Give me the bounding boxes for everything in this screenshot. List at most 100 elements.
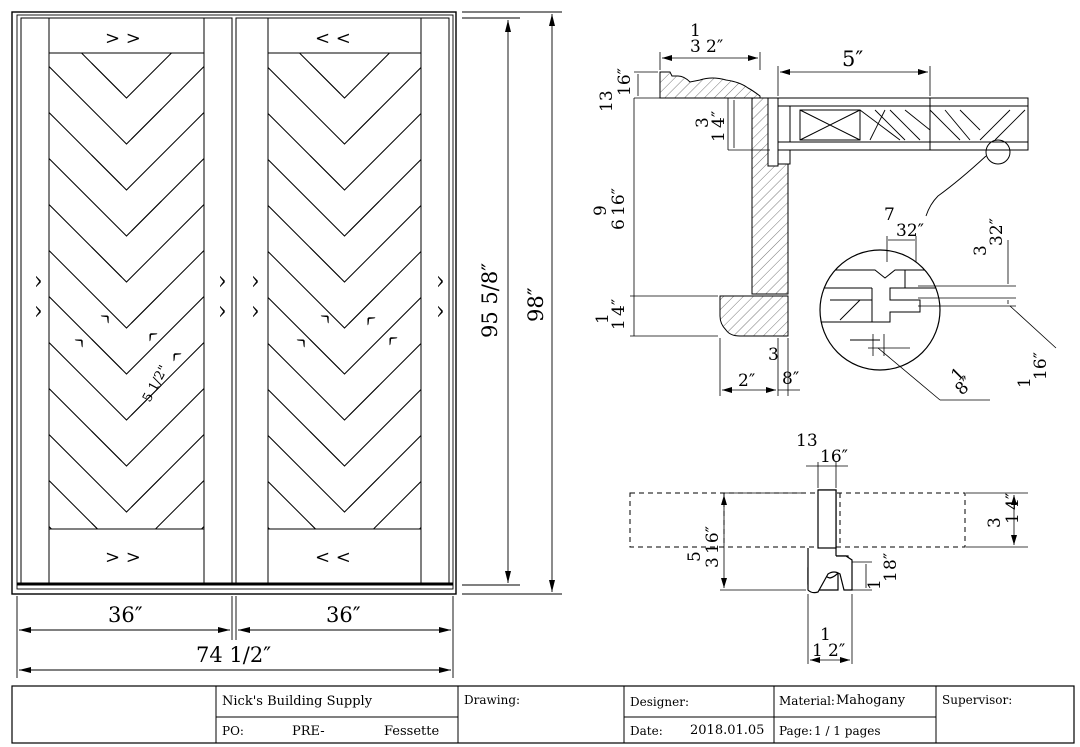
casing-width-whole: 3: [690, 37, 701, 57]
stop-whole: 1: [709, 131, 729, 142]
herringbone-seam: [91, 430, 122, 462]
herringbone-seam: [91, 154, 122, 186]
herringbone-seam: [309, 523, 317, 529]
herringbone-seam: [309, 431, 341, 462]
grain-arrow-top-left: > >: [105, 28, 141, 49]
grain-arrow-bottom-left: > >: [105, 547, 141, 568]
grain-arrow-slat: ^: [64, 333, 90, 359]
herringbone-slat: [49, 387, 204, 467]
width-dimensions: [16, 596, 454, 678]
astragal-right-num: 1: [1003, 513, 1023, 524]
herringbone-slat: [268, 434, 421, 513]
herringbone-slat: [268, 342, 421, 421]
astragal-right-whole: 3: [985, 517, 1005, 528]
casing-thickness-den: 16″: [615, 68, 635, 96]
casing-profile: [659, 71, 761, 99]
grain-arrow-stile: ^: [240, 304, 261, 319]
casing-width-denominator: 2″: [706, 37, 723, 57]
groove-732-den: 32″: [896, 221, 924, 241]
herringbone-seam: [348, 477, 380, 508]
herringbone-seam: [348, 109, 380, 140]
right-door-width: 36″: [326, 603, 361, 627]
herringbone-panel-right: [258, 0, 431, 529]
date-value: 2018.01.05: [690, 723, 765, 738]
detail-callout-circle: [985, 139, 1011, 165]
astragal-bottom-den: 2″: [828, 641, 845, 661]
herringbone-seam: [131, 108, 162, 140]
herringbone-slat: [49, 479, 204, 529]
material-label: Material:: [779, 694, 835, 708]
jamb-whole: 6: [609, 219, 629, 230]
frame-height: 98″: [524, 287, 548, 322]
customer-name: Fessette: [384, 724, 440, 739]
groove-116-den: 16″: [1031, 352, 1051, 380]
herringbone-slat: [49, 295, 204, 375]
grain-arrow-top-right: < <: [315, 28, 351, 49]
door-slab-section: [777, 97, 1029, 217]
grain-arrow-stile: ^: [425, 304, 446, 319]
herringbone-seam: [349, 18, 379, 48]
grain-arrow-slat: ^: [310, 309, 336, 335]
door-slab-dashed: [629, 492, 966, 548]
grain-arrow-stile: ^: [240, 274, 261, 289]
offset-2: 2″: [738, 371, 755, 391]
groove-732-num: 7: [884, 205, 895, 225]
herringbone-seam: [309, 155, 341, 186]
grain-arrow-stile: ^: [23, 304, 44, 319]
herringbone-slat: [268, 66, 421, 145]
drawing-label: Drawing:: [464, 693, 521, 707]
herringbone-seam: [131, 292, 162, 324]
left-door-width: 36″: [108, 603, 143, 627]
groove-332-den: 32″: [987, 218, 1007, 246]
grain-arrow-stile: ^: [23, 274, 44, 289]
sill-den: 4″: [609, 299, 629, 316]
herringbone-slat: [49, 111, 204, 191]
herringbone-seam: [309, 63, 341, 94]
herringbone-slat: [39, 0, 214, 6]
herringbone-seam: [131, 384, 162, 416]
herringbone-seam: [91, 522, 99, 529]
astragal-right-den: 4″: [1003, 493, 1023, 510]
stop-num: 3: [693, 117, 713, 128]
grain-arrow-slat: ^: [167, 346, 193, 372]
herringbone-slat: [268, 158, 421, 237]
supervisor-label: Supervisor:: [942, 693, 1013, 707]
herringbone-slat: [49, 157, 204, 237]
sill-num: 1: [593, 313, 613, 324]
door-height: 95 5/8″: [478, 263, 502, 338]
po-label: PO:: [222, 724, 244, 738]
grain-arrow-bottom-right: < <: [315, 547, 351, 568]
herringbone-seam: [91, 246, 122, 278]
herringbone-seam: [91, 338, 122, 370]
grain-arrow-slat: ^: [383, 330, 409, 356]
herringbone-slat: [80, 53, 173, 99]
astragal-height-den: 16″: [703, 526, 723, 554]
herringbone-seam: [309, 339, 341, 370]
herringbone-slat: [268, 204, 421, 283]
astragal-bottom-whole: 1: [812, 641, 823, 661]
casing-width-numerator: 1: [690, 21, 701, 41]
company-name: Nick's Building Supply: [222, 694, 373, 709]
herringbone-seam: [348, 293, 380, 324]
herringbone-seam: [348, 201, 380, 232]
herringbone-slat: [268, 296, 421, 375]
grain-arrow-slat: ^: [361, 310, 387, 336]
groove-332-num: 3: [971, 245, 991, 256]
bottom-casing-profile: [719, 295, 789, 337]
material-value: Mahogany: [836, 693, 906, 708]
astragal-top-num: 13: [796, 431, 818, 451]
herringbone-slat: [298, 53, 391, 99]
groove-116-num: 1: [1015, 377, 1035, 388]
herringbone-seam: [348, 385, 380, 416]
herringbone-slat: [268, 112, 421, 191]
frame-depth: 5″: [842, 47, 863, 71]
grain-arrow-stile: ^: [425, 274, 446, 289]
herringbone-slat: [49, 341, 204, 421]
herringbone-slat: [258, 0, 431, 6]
date-label: Date:: [630, 724, 663, 738]
herringbone-slat: [49, 433, 204, 513]
herringbone-slat: [268, 388, 421, 467]
astragal-small-whole: 1: [865, 579, 885, 590]
herringbone-slat: [49, 65, 204, 145]
